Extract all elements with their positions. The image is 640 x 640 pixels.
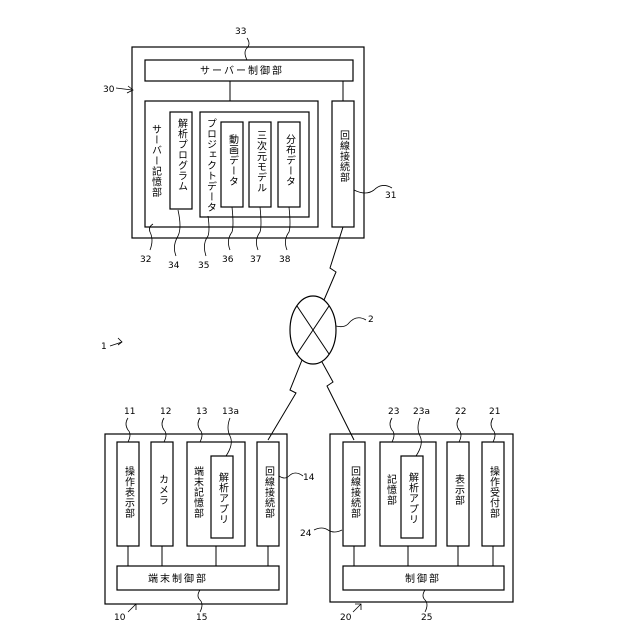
- leader-38: [285, 207, 290, 250]
- ref-36: 36: [222, 255, 234, 265]
- ref-34: 34: [168, 261, 180, 271]
- device-network-link: [322, 362, 354, 440]
- terminal-control-label: 端末制御部: [148, 572, 206, 585]
- leader-15: [198, 590, 202, 612]
- distribution-data-label: 分布データ: [284, 134, 296, 187]
- leader-21: [491, 418, 495, 442]
- device-block: 回線接続部 記憶部 解析アプリ 表示部 操作受付部 制御部: [330, 434, 513, 602]
- label-char: サ: [200, 65, 210, 77]
- ref-20: 20: [340, 613, 352, 623]
- label-char: 制: [248, 64, 258, 77]
- label-char: 末: [160, 572, 170, 585]
- device-app-label: 解析アプリ: [407, 471, 419, 525]
- ref-2: 2: [368, 315, 374, 325]
- label-char: 端: [148, 572, 158, 585]
- leader-25: [423, 590, 427, 612]
- terminal-storage-label: 端末記憶部: [192, 465, 204, 519]
- leader-24: [314, 528, 342, 532]
- label-char: ー: [212, 66, 222, 77]
- server-storage-label: サーバー記憶部: [150, 124, 162, 198]
- leader-20: [353, 604, 361, 612]
- video-data-label: 動画データ: [227, 133, 239, 187]
- ref-25: 25: [421, 613, 432, 623]
- leader-2: [336, 318, 366, 327]
- ref-14: 14: [303, 473, 315, 483]
- label-char: 部: [272, 64, 282, 77]
- server-block: サーバー制御部 サーバー記憶部 解析プログラム プロジェクトデータ 動画データ …: [132, 47, 364, 238]
- ref-35: 35: [198, 261, 209, 271]
- label-char: 制: [405, 572, 415, 585]
- server-control-label: サーバー制御部: [200, 64, 282, 77]
- leader-23: [390, 418, 394, 442]
- leader-1: [110, 338, 122, 346]
- op-display-label: 操作表示部: [123, 465, 135, 519]
- label-char: 御: [417, 572, 427, 585]
- leader-14: [279, 473, 303, 478]
- label-char: 御: [260, 64, 270, 77]
- ref-31: 31: [385, 191, 396, 201]
- ref-24: 24: [300, 529, 312, 539]
- device-line-conn-label: 回線接続部: [349, 466, 361, 519]
- ref-10: 10: [114, 613, 126, 623]
- ref-11: 11: [124, 407, 135, 417]
- device-storage-label: 記憶部: [385, 473, 397, 506]
- label-char: 御: [184, 572, 194, 585]
- leader-36: [228, 207, 233, 250]
- op-accept-label: 操作受付部: [488, 465, 500, 519]
- leader-23a: [416, 418, 421, 456]
- terminal-line-conn-label: 回線接続部: [263, 466, 275, 519]
- ref-32: 32: [140, 255, 151, 265]
- leader-37: [256, 207, 261, 250]
- label-char: ー: [236, 66, 246, 77]
- leader-34: [174, 210, 180, 256]
- label-char: 部: [196, 572, 206, 585]
- leader-35: [204, 216, 209, 256]
- leader-12: [162, 418, 166, 442]
- leader-30: [116, 88, 132, 90]
- server-line-conn-label: 回線接続部: [338, 130, 350, 183]
- terminal-block: 操作表示部 カメラ 端末記憶部 解析アプリ 回線接続部 端末制御部: [105, 434, 287, 604]
- leader-11: [126, 418, 130, 442]
- ref-13a: 13a: [222, 407, 239, 417]
- project-data-label: プロジェクトデータ: [205, 118, 217, 213]
- ref-23a: 23a: [413, 407, 430, 417]
- ref-13: 13: [196, 407, 207, 417]
- model-3d-label: 三次元モデル: [255, 130, 267, 193]
- ref-30: 30: [103, 85, 115, 95]
- terminal-network-link: [268, 360, 302, 440]
- label-char: 部: [429, 572, 439, 585]
- label-char: バ: [224, 65, 234, 77]
- leader-33: [245, 38, 249, 60]
- display-label: 表示部: [453, 473, 465, 506]
- camera-label: カメラ: [157, 474, 168, 506]
- ref-21: 21: [489, 407, 500, 417]
- label-char: 制: [172, 572, 182, 585]
- ref-23: 23: [388, 407, 399, 417]
- ref-1: 1: [101, 342, 107, 352]
- leader-32: [149, 224, 153, 250]
- ref-15: 15: [196, 613, 207, 623]
- ref-22: 22: [455, 407, 466, 417]
- ref-33: 33: [235, 27, 246, 37]
- leader-10: [128, 604, 136, 612]
- leader-22: [457, 418, 461, 442]
- leader-13a: [226, 418, 231, 456]
- leader-13: [198, 418, 202, 442]
- device-control-label: 制御部: [405, 572, 439, 585]
- terminal-app-label: 解析アプリ: [217, 471, 229, 525]
- ref-37: 37: [250, 255, 261, 265]
- analysis-program-label: 解析プログラム: [176, 117, 188, 192]
- ref-38: 38: [279, 255, 291, 265]
- ref-12: 12: [160, 407, 171, 417]
